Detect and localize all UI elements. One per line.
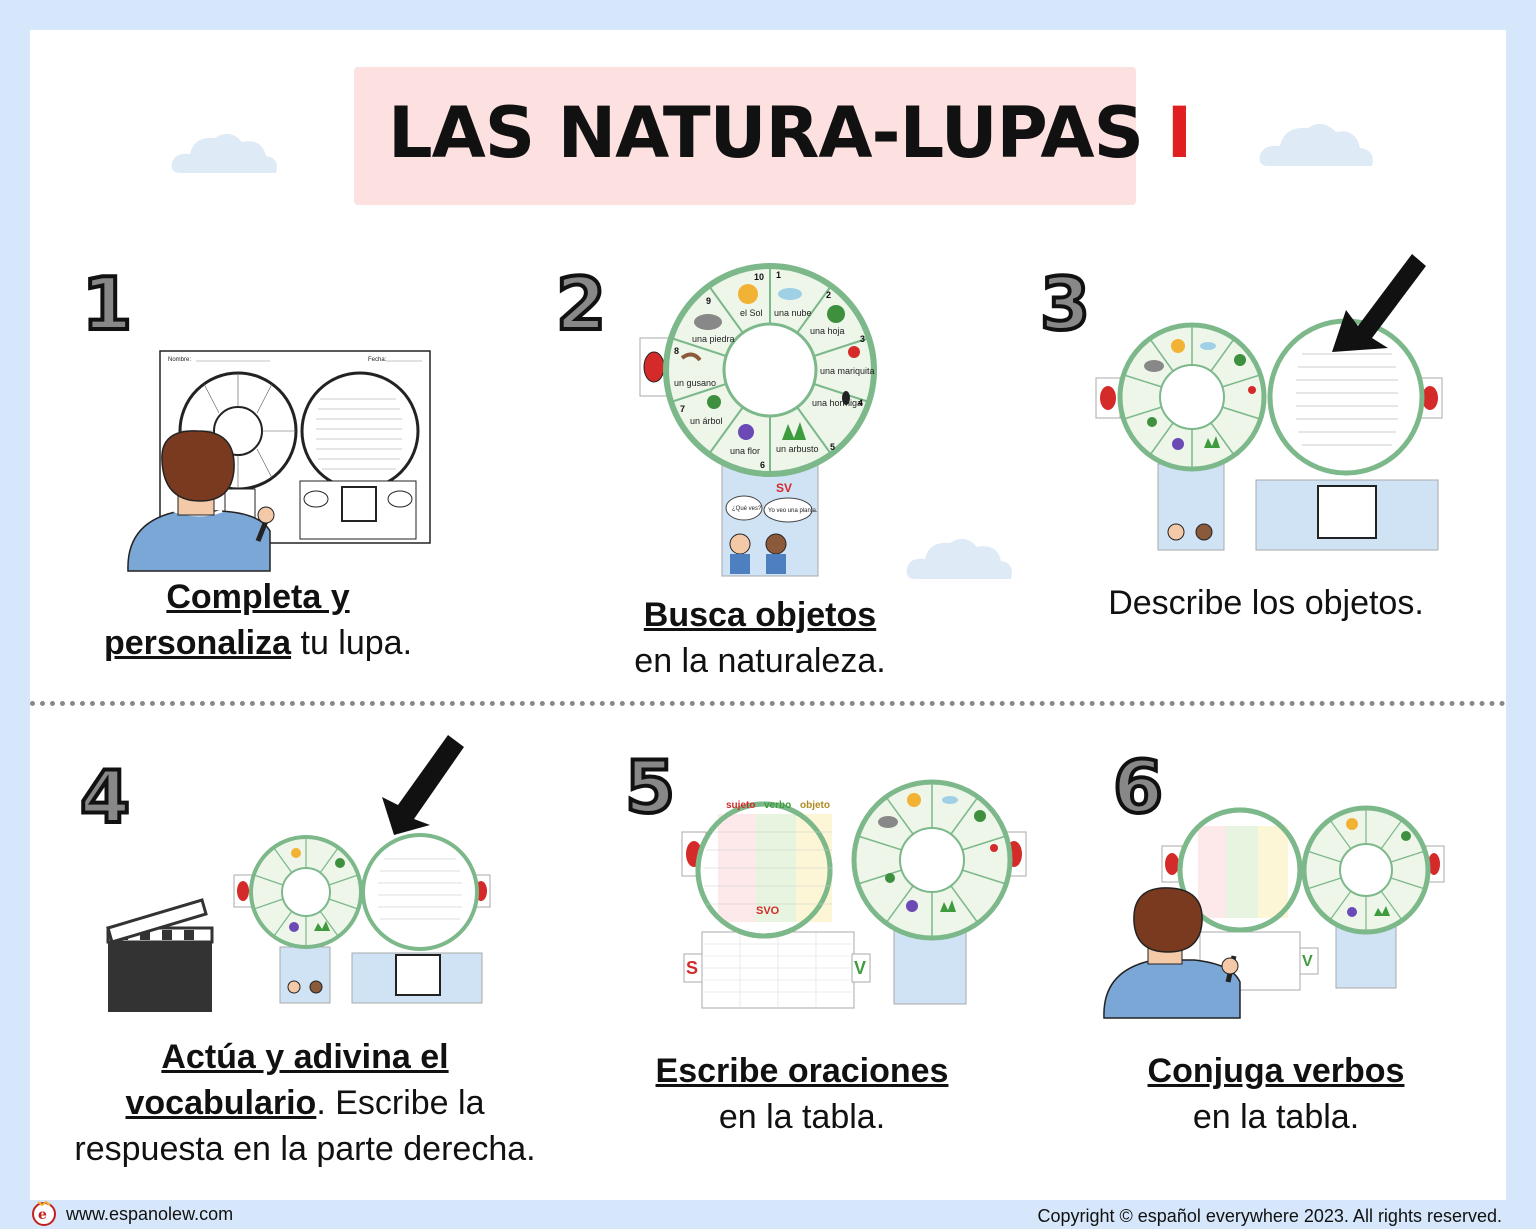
- step-number-6: 6: [1111, 743, 1165, 831]
- svg-text:V: V: [1302, 953, 1313, 970]
- svg-text:6: 6: [760, 460, 765, 470]
- speech-answer: Yo veo una planta.: [768, 508, 818, 514]
- cloud-middle: [906, 538, 1012, 579]
- svg-text:2: 2: [826, 290, 831, 300]
- speech-sv: SV: [776, 481, 792, 495]
- lupa-pair-step3: [1095, 254, 1443, 551]
- svo-header-verbo: verbo: [764, 800, 791, 811]
- svg-text:9: 9: [706, 296, 711, 306]
- caption-2-rest: en la naturaleza.: [634, 642, 886, 680]
- svg-text:1: 1: [776, 270, 781, 280]
- caption-5-rest: en la tabla.: [718, 1098, 886, 1136]
- cloud-right: [1259, 123, 1373, 166]
- caption-step-6: Conjuga verbos en la tabla.: [1076, 1048, 1476, 1140]
- title-text: LAS NATURA-LUPAS: [388, 92, 1144, 174]
- svg-text:5: 5: [830, 442, 835, 452]
- title-box: [354, 67, 1136, 205]
- wheel-label-arbol: un árbol: [690, 416, 723, 426]
- cloud-left: [171, 133, 277, 173]
- step-number-2: 2: [554, 260, 608, 348]
- wheel-label-arbusto: un arbusto: [776, 444, 819, 454]
- wheel-label-piedra: una piedra: [692, 334, 735, 344]
- step-number-1: 1: [80, 260, 134, 348]
- caption-step-3: Describe los objetos.: [1066, 580, 1466, 626]
- caption-1-rest: tu lupa.: [291, 624, 413, 662]
- svg-text:3: 3: [860, 334, 865, 344]
- wheel-label-sol: el Sol: [740, 308, 763, 318]
- svg-text:e: e: [38, 1207, 47, 1223]
- step-number-4: 4: [78, 753, 132, 841]
- caption-4-rest: . Escribe la: [316, 1084, 485, 1122]
- wheel-label-flor: una flor: [730, 446, 760, 456]
- worksheet-name-label: Nombre:: [168, 357, 191, 363]
- svg-text:8: 8: [674, 346, 679, 356]
- lupa-svo-step5: S V sujeto verbo objeto SVO: [681, 779, 1027, 1009]
- brand-logo-icon: e: [32, 1200, 56, 1226]
- wheel-label-gusano: un gusano: [674, 378, 716, 388]
- caption-step-4: Actúa y adivina el vocabulario. Escribe …: [40, 1034, 570, 1172]
- caption-3-text: Describe los objetos.: [1108, 584, 1424, 622]
- svo-header-objeto: objeto: [800, 800, 830, 811]
- wheel-label-hoja: una hoja: [810, 326, 845, 336]
- lupa-wheel-step2: el Sol una nube una hoja una mariquita u…: [639, 263, 877, 577]
- caption-step-5: Escribe oraciones en la tabla.: [602, 1048, 1002, 1140]
- section-divider: [30, 701, 1506, 706]
- page-title: LAS NATURA-LUPAS I: [388, 92, 1192, 174]
- wheel-label-hormiga: una hormiga: [812, 398, 862, 408]
- step-number-3: 3: [1038, 260, 1092, 348]
- speech-question: ¿Qué ves?: [732, 506, 762, 512]
- svo-label: SVO: [756, 905, 780, 917]
- caption-1-bold2: personaliza: [103, 624, 292, 662]
- lupa-svo-step6: V: [1103, 805, 1445, 1019]
- worksheet-date-label: Fecha:: [368, 357, 387, 363]
- caption-4-bold2: vocabulario: [125, 1084, 317, 1122]
- title-mark: I: [1166, 92, 1192, 174]
- worksheet-illustration: Nombre: Fecha:: [127, 350, 431, 572]
- caption-6-rest: en la tabla.: [1192, 1098, 1360, 1136]
- caption-step-1: Completa y personaliza tu lupa.: [60, 574, 456, 666]
- caption-2-bold: Busca objetos: [643, 596, 877, 634]
- caption-1-bold: Completa y: [166, 578, 350, 616]
- caption-4-line3: respuesta en la parte derecha.: [74, 1130, 536, 1168]
- svg-text:4: 4: [858, 398, 863, 408]
- svg-text:7: 7: [680, 404, 685, 414]
- wheel-label-nube: una nube: [774, 308, 812, 318]
- caption-4-bold: Actúa y adivina el: [161, 1038, 449, 1076]
- step-number-5: 5: [623, 743, 677, 831]
- footer-website[interactable]: www.espanolew.com: [66, 1204, 234, 1224]
- caption-5-bold: Escribe oraciones: [655, 1052, 949, 1090]
- lupa-pair-step4: [233, 735, 491, 1004]
- svg-text:V: V: [854, 958, 866, 978]
- svg-text:S: S: [686, 958, 698, 978]
- svg-text:10: 10: [754, 272, 764, 282]
- svo-header-sujeto: sujeto: [726, 800, 755, 811]
- caption-6-bold: Conjuga verbos: [1147, 1052, 1405, 1090]
- wheel-label-mariquita: una mariquita: [820, 366, 875, 376]
- clapperboard-icon: [106, 898, 214, 1012]
- caption-step-2: Busca objetos en la naturaleza.: [560, 592, 960, 684]
- footer-copyright: Copyright © español everywhere 2023. All…: [1037, 1206, 1502, 1226]
